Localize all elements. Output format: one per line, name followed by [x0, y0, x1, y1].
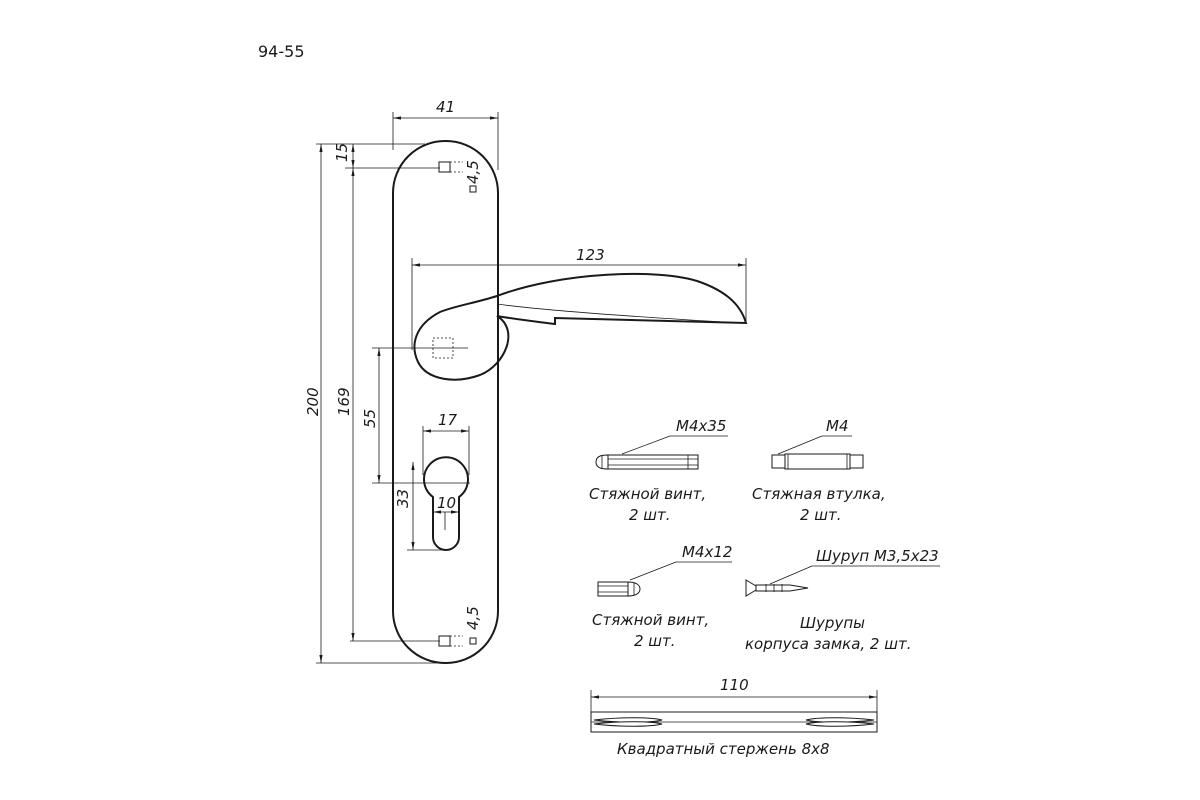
- svg-text:Стяжной винт,: Стяжной винт,: [592, 611, 709, 629]
- lever-handle: [372, 272, 748, 381]
- svg-text:Стяжная втулка,: Стяжная втулка,: [752, 485, 886, 503]
- svg-text:169: 169: [335, 387, 353, 416]
- lever-outline: [413, 272, 748, 381]
- svg-text:55: 55: [361, 409, 379, 428]
- door-plate: [392, 140, 499, 664]
- svg-text:Шурупы: Шурупы: [800, 614, 865, 632]
- model-label: 94-55: [258, 42, 305, 61]
- dim-handle-cylinder: 55: [361, 348, 470, 484]
- dim-lever-length: 123: [411, 246, 747, 350]
- svg-text:2 шт.: 2 шт.: [634, 632, 676, 650]
- dim-hole-bottom: 4,5: [464, 606, 482, 630]
- top-screw-hole: [438, 161, 451, 173]
- svg-text:2 шт.: 2 шт.: [629, 506, 671, 524]
- part-sleeve-m4: М4 Стяжная втулка, 2 шт.: [752, 417, 886, 524]
- dim-total-height: 200: [304, 144, 445, 664]
- bottom-hole-marker: [469, 637, 477, 645]
- bottom-screw-hole: [438, 635, 451, 647]
- svg-text:М4х35: М4х35: [676, 417, 726, 435]
- svg-text:200: 200: [304, 387, 322, 416]
- svg-text:41: 41: [436, 98, 455, 116]
- svg-text:2 шт.: 2 шт.: [800, 506, 842, 524]
- part-screw-m4x12: М4х12 Стяжной винт, 2 шт.: [592, 543, 732, 650]
- dim-plate-width: 41: [392, 98, 499, 170]
- part-screw-m4x35: М4х35 Стяжной винт, 2 шт.: [589, 417, 728, 524]
- svg-text:М4х12: М4х12: [682, 543, 732, 561]
- svg-text:Квадратный стержень 8х8: Квадратный стержень 8х8: [617, 740, 830, 758]
- dim-cylinder-height: 33: [394, 462, 445, 551]
- svg-text:17: 17: [438, 411, 458, 429]
- svg-text:10: 10: [437, 494, 456, 512]
- svg-text:Шуруп М3,5х23: Шуруп М3,5х23: [816, 547, 939, 565]
- lever-highlight: [496, 303, 741, 324]
- dim-slot-width: 10: [433, 494, 459, 514]
- plate-outline: [392, 140, 499, 664]
- dim-hole-spacing: 169: [335, 168, 440, 642]
- top-hole-marker: [469, 185, 477, 193]
- dim-top-offset: 15: [316, 143, 440, 169]
- dim-hole-top: 4,5: [464, 160, 482, 184]
- svg-text:корпуса замка, 2 шт.: корпуса замка, 2 шт.: [745, 635, 911, 653]
- svg-text:М4: М4: [826, 417, 849, 435]
- svg-text:123: 123: [576, 246, 605, 264]
- svg-text:110: 110: [720, 676, 749, 694]
- part-wood-screw: Шуруп М3,5х23 Шурупы корпуса замка, 2 шт…: [745, 547, 940, 653]
- part-square-rod: 110 Квадратный стержень 8х8: [590, 676, 878, 758]
- svg-text:15: 15: [333, 143, 351, 162]
- dim-cylinder-width: 17: [422, 411, 470, 475]
- svg-text:33: 33: [394, 489, 412, 508]
- svg-text:Стяжной винт,: Стяжной винт,: [589, 485, 706, 503]
